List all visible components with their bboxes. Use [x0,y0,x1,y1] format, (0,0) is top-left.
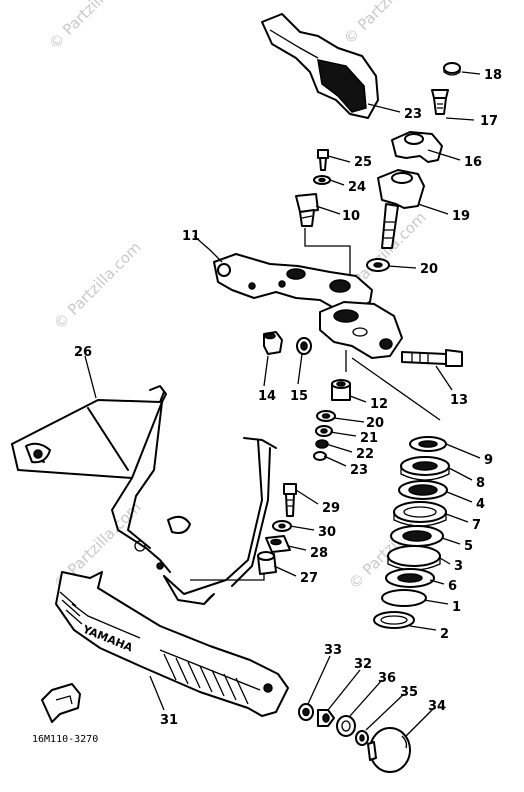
part-8-dust-seal [400,456,450,481]
callout-33: 32 [354,657,372,672]
watermarks: © Partzilla.com © Partzilla.com © Partzi… [45,0,440,593]
part-3-bearing [387,545,441,571]
callout-5: 5 [464,539,473,554]
callout-10: 10 [342,209,360,224]
part-27-bracket [11,385,277,605]
callout-31: 30 [318,525,336,540]
callout-6: 6 [448,579,457,594]
steering-stem-block [319,301,403,359]
part-34-washer [298,703,314,721]
leader-10 [304,228,351,278]
callout-numbers: 18 17 23 16 25 24 10 19 11 20 26 14 15 1… [74,68,502,728]
callout-24: 23 [404,107,422,122]
diagram-code: 16M110-3270 [32,734,98,745]
callout-29: 28 [310,546,328,561]
part-10-bolt [295,193,319,227]
part-12-collar [331,379,351,401]
front-arrow-icon [41,683,81,723]
part-4-race [398,480,448,500]
callout-17: 17 [480,114,498,129]
part-26-bolt [317,149,329,171]
callout-2: 2 [440,627,449,642]
watermark: © Partzilla.com [340,0,435,48]
callout-23: 23 [350,463,368,478]
callout-14: 14 [258,389,276,404]
leader-axis [345,350,441,421]
callout-8: 8 [476,476,485,491]
part-30-bolt [283,483,297,517]
part-24-cover [261,13,379,119]
part-14-nut [263,331,283,355]
part-6-race [385,568,435,588]
callout-22: 22 [356,447,374,462]
callout-37: 36 [378,671,396,686]
callout-20b: 20 [366,416,384,431]
part-9-ring-nut [409,436,447,452]
part-13-bolt [401,349,463,367]
part-20-washer [366,258,390,272]
part-37-grommet [336,715,356,737]
part-20-washer-lower [316,410,336,422]
callout-25: 24 [348,180,366,195]
part-1-race [381,589,427,607]
part-31-washer [272,520,292,532]
part-2-seal [373,611,415,629]
callout-30: 29 [322,501,340,516]
bearing-stack [373,436,450,629]
callout-9: 9 [484,453,493,468]
callout-7: 7 [472,518,481,533]
part-28-collar [257,551,277,575]
part-23-washer [313,451,327,461]
callout-18: 18 [484,68,502,83]
part-19-holder [377,169,425,249]
callout-11: 11 [182,229,200,244]
callout-13: 13 [450,393,468,408]
callout-27: 26 [74,345,92,360]
part-16-clamp [391,131,443,163]
part-18-cap [443,62,461,76]
callout-26: 25 [354,155,372,170]
part-29-spacer [265,535,291,553]
callout-12: 12 [370,397,388,412]
part-33-nut [317,709,335,727]
callout-3: 3 [454,559,463,574]
part-17-bolt [431,89,449,115]
callout-19: 19 [452,209,470,224]
callout-1: 1 [452,600,461,615]
part-25-washer [313,175,331,185]
part-7-bearing [393,501,447,527]
callout-15: 15 [290,389,308,404]
watermark: © Partzilla.com [45,0,140,53]
callout-34: 33 [324,643,342,658]
callout-21: 21 [360,431,378,446]
callout-35: 34 [428,699,446,714]
part-21-washer [315,425,333,437]
part-35-emblem [367,727,411,773]
part-32-emblem-panel: YAMAHA [55,571,289,717]
part-15-washer [296,337,312,355]
callout-32: 31 [160,713,178,728]
watermark: © Partzilla.com [50,238,145,333]
callout-36: 35 [400,685,418,700]
callout-16: 16 [464,155,482,170]
leader-lines [84,71,481,737]
callout-4: 4 [476,497,485,512]
part-5-race [390,525,444,547]
part-36-clip [355,730,369,746]
callout-28: 27 [300,571,318,586]
callout-20: 20 [420,262,438,277]
